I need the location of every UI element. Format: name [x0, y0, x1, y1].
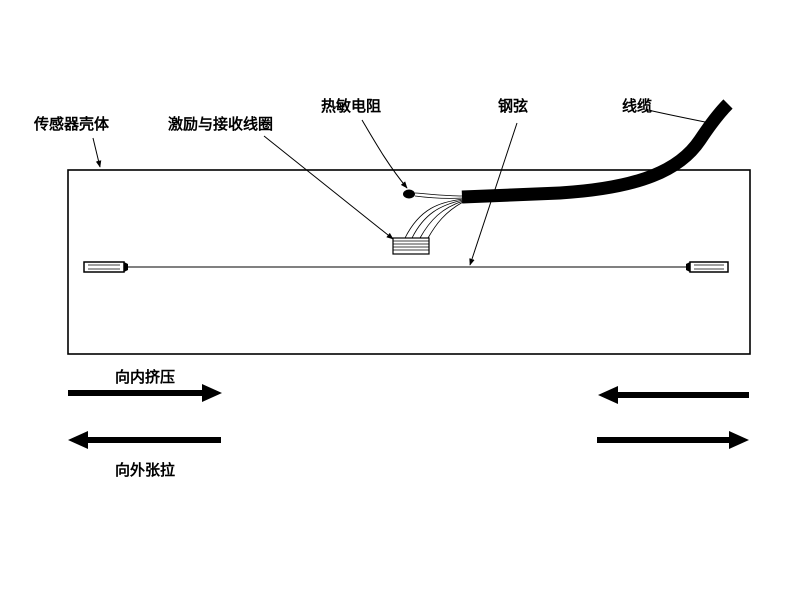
- cable-label: 线缆: [622, 97, 652, 115]
- sensor-housing: [67, 169, 751, 355]
- tension-arrow-right: [597, 431, 749, 449]
- housing-label: 传感器壳体: [33, 115, 110, 133]
- excitation-coil: [392, 237, 430, 255]
- coil-leader: [263, 135, 394, 240]
- tension-arrow-left: [68, 431, 221, 449]
- thermistor-leader: [361, 119, 408, 189]
- cable: [461, 99, 733, 204]
- internal-wires: [404, 192, 464, 239]
- housing-leader: [92, 137, 102, 168]
- cable-leader: [647, 109, 716, 126]
- compress-label: 向内挤压: [115, 368, 175, 386]
- thermistor-label: 热敏电阻: [321, 97, 381, 115]
- left-anchor: [83, 261, 128, 273]
- coil-label: 激励与接收线圈: [168, 115, 273, 133]
- thermistor: [403, 189, 415, 199]
- right-anchor: [686, 261, 729, 273]
- string-leader: [469, 122, 518, 266]
- steel-string-label: 钢弦: [498, 97, 528, 115]
- compress-arrow-left: [68, 384, 222, 402]
- compress-arrow-right: [598, 386, 749, 404]
- tension-label: 向外张拉: [115, 461, 175, 479]
